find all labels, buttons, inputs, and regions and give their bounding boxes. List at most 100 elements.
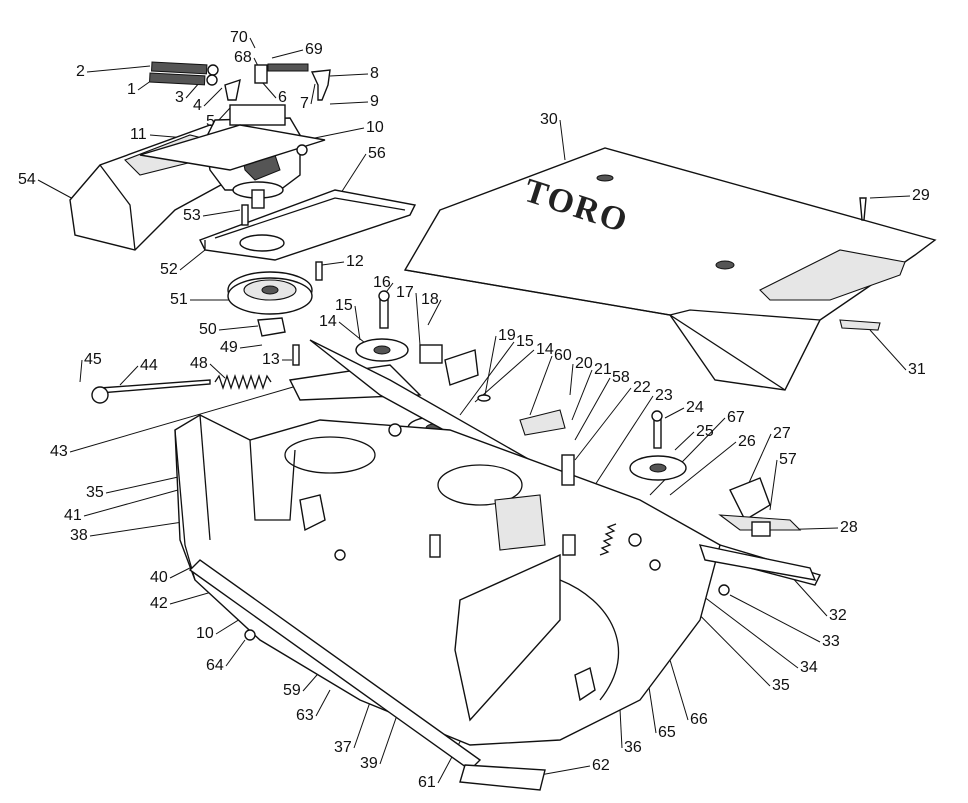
callout-59: 59 — [283, 682, 301, 699]
callout-63: 63 — [296, 707, 314, 724]
leader-45 — [79, 359, 83, 383]
leader-24 — [664, 407, 685, 419]
callout-58: 58 — [612, 369, 630, 386]
callout-26: 26 — [738, 433, 756, 450]
callout-70: 70 — [230, 29, 248, 46]
callout-4: 4 — [193, 97, 202, 114]
callout-31: 31 — [908, 361, 926, 378]
leader-14b — [474, 349, 535, 403]
leader-58 — [574, 377, 611, 441]
callout-22: 22 — [633, 379, 651, 396]
callout-10a: 10 — [366, 119, 384, 136]
leader-15a — [354, 305, 361, 341]
right-bracket — [698, 477, 817, 581]
leader-69 — [271, 49, 304, 59]
callout-66: 66 — [690, 711, 708, 728]
hydraulic-hoses — [149, 61, 331, 101]
deck-baffle — [454, 553, 561, 722]
callout-17: 17 — [396, 284, 414, 301]
leader-9 — [329, 101, 369, 105]
mower-deck-housing — [174, 414, 721, 746]
callout-45: 45 — [84, 351, 102, 368]
leader-20 — [569, 363, 574, 396]
callout-42: 42 — [150, 595, 168, 612]
leader-52 — [179, 249, 206, 271]
callout-51: 51 — [170, 291, 188, 308]
callout-14b: 14 — [536, 341, 554, 358]
leader-64 — [225, 639, 246, 667]
leader-4 — [203, 87, 223, 107]
leader-41 — [83, 489, 179, 517]
tension-rod-and-spring — [91, 373, 272, 404]
leader-2 — [86, 65, 151, 73]
callout-24: 24 — [686, 399, 704, 416]
callout-50: 50 — [199, 321, 217, 338]
leader-18 — [427, 299, 442, 326]
leader-32 — [789, 574, 828, 617]
callout-60: 60 — [554, 347, 572, 364]
leader-25 — [674, 431, 695, 451]
leader-70 — [249, 37, 256, 49]
leader-50 — [218, 325, 259, 331]
callout-8: 8 — [370, 65, 379, 82]
callout-57: 57 — [779, 451, 797, 468]
deck-cover: TORO — [403, 147, 937, 391]
callout-32: 32 — [829, 607, 847, 624]
leader-26 — [669, 441, 737, 496]
callout-69: 69 — [305, 41, 323, 58]
leader-57 — [769, 459, 778, 511]
leader-19 — [484, 335, 497, 396]
leader-23 — [594, 395, 654, 486]
leader-62 — [539, 765, 591, 776]
callout-2: 2 — [76, 63, 85, 80]
leader-48 — [209, 363, 226, 379]
leader-21 — [571, 369, 593, 421]
leader-7 — [310, 83, 316, 105]
callout-28: 28 — [840, 519, 858, 536]
callout-54: 54 — [18, 171, 36, 188]
leader-12 — [321, 261, 345, 266]
callout-3: 3 — [175, 89, 184, 106]
callout-20: 20 — [575, 355, 593, 372]
callout-16: 16 — [373, 274, 391, 291]
leader-22 — [574, 387, 632, 461]
callout-65: 65 — [658, 724, 676, 741]
callout-40: 40 — [150, 569, 168, 586]
callout-25: 25 — [696, 423, 714, 440]
gearbox — [139, 104, 326, 209]
leader-6 — [261, 81, 277, 99]
callout-10b: 10 — [196, 625, 214, 642]
callout-61: 61 — [418, 774, 436, 791]
drive-pulley — [227, 271, 313, 337]
callout-53: 53 — [183, 207, 201, 224]
callout-43: 43 — [50, 443, 68, 460]
callout-68: 68 — [234, 49, 252, 66]
callout-1: 1 — [127, 81, 136, 98]
callout-15b: 15 — [516, 333, 534, 350]
leader-44 — [119, 365, 139, 386]
callout-30: 30 — [540, 111, 558, 128]
callout-29: 29 — [912, 187, 930, 204]
callout-6: 6 — [278, 89, 287, 106]
leader-30 — [559, 119, 566, 161]
mounting-plate — [199, 189, 417, 261]
callout-33: 33 — [822, 633, 840, 650]
leader-63 — [315, 689, 331, 717]
deck-skirt — [188, 559, 546, 791]
callout-52: 52 — [160, 261, 178, 278]
leader-49 — [239, 344, 263, 349]
callout-14a: 14 — [319, 313, 337, 330]
leader-27 — [747, 433, 772, 486]
callout-5: 5 — [206, 113, 215, 130]
callout-38: 38 — [70, 527, 88, 544]
callout-49: 49 — [220, 339, 238, 356]
leader-43 — [69, 384, 301, 453]
leader-29 — [869, 195, 911, 199]
callout-19: 19 — [498, 327, 516, 344]
callout-11: 11 — [130, 126, 147, 143]
callout-44: 44 — [140, 357, 158, 374]
hardware — [241, 144, 881, 702]
callout-21: 21 — [594, 361, 612, 378]
